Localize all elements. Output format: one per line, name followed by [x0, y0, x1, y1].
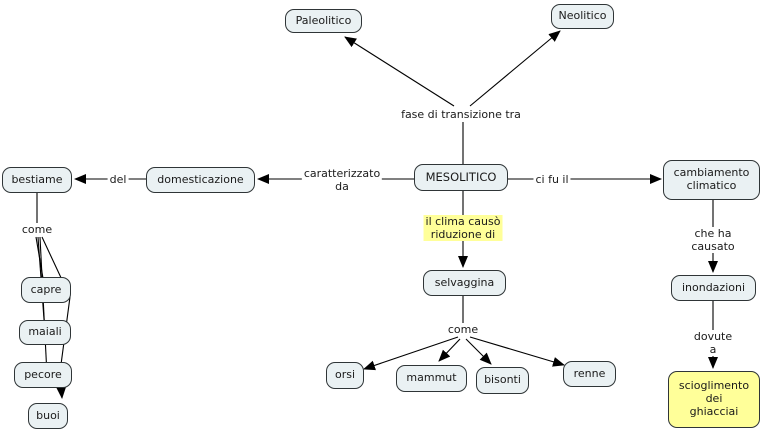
edge-fase-neolitico	[469, 30, 561, 107]
node-mesolitico[interactable]: MESOLITICO	[414, 164, 508, 191]
edge-come-bisonti	[465, 338, 492, 365]
node-orsi[interactable]: orsi	[326, 362, 364, 389]
node-renne[interactable]: renne	[563, 361, 616, 387]
node-buoi[interactable]: buoi	[28, 403, 68, 429]
link-label-clima-riduzione[interactable]: il clima causò riduzione di	[423, 215, 503, 242]
node-paleolitico[interactable]: Paleolitico	[285, 9, 362, 33]
link-label-dovute-a[interactable]: dovute a	[687, 330, 739, 357]
node-domesticazione[interactable]: domesticazione	[146, 167, 255, 193]
edge-come-orsi	[363, 336, 459, 371]
link-label-ci-fu-il[interactable]: ci fu il	[533, 173, 571, 187]
edge-come-renne	[469, 336, 565, 367]
link-label-come-bestiame[interactable]: come	[19, 223, 55, 237]
node-mammut[interactable]: mammut	[396, 365, 467, 392]
link-label-caratterizzato-da[interactable]: caratterizzato da	[301, 167, 383, 194]
node-bestiame[interactable]: bestiame	[2, 167, 72, 193]
edge-fase-paleolitico	[344, 36, 455, 107]
node-neolitico[interactable]: Neolitico	[551, 4, 614, 29]
node-selvaggina[interactable]: selvaggina	[423, 270, 506, 296]
node-cambiamento-climatico[interactable]: cambiamento climatico	[663, 160, 760, 200]
node-maiali[interactable]: maiali	[19, 320, 71, 345]
link-label-che-ha-causato[interactable]: che ha causato	[687, 227, 739, 254]
edge-come-mammut	[438, 338, 461, 362]
node-bisonti[interactable]: bisonti	[476, 367, 529, 394]
node-capre[interactable]: capre	[21, 277, 71, 303]
node-inondazioni[interactable]: inondazioni	[671, 275, 756, 301]
link-label-come-selvaggina[interactable]: come	[445, 323, 481, 337]
link-label-del[interactable]: del	[107, 173, 129, 187]
link-label-fase-di-transizione[interactable]: fase di transizione tra	[399, 108, 523, 122]
node-pecore[interactable]: pecore	[14, 362, 72, 388]
node-scioglimento-ghiacciai[interactable]: scioglimento dei ghiacciai	[668, 371, 760, 428]
edge-come-pecore	[39, 236, 48, 376]
